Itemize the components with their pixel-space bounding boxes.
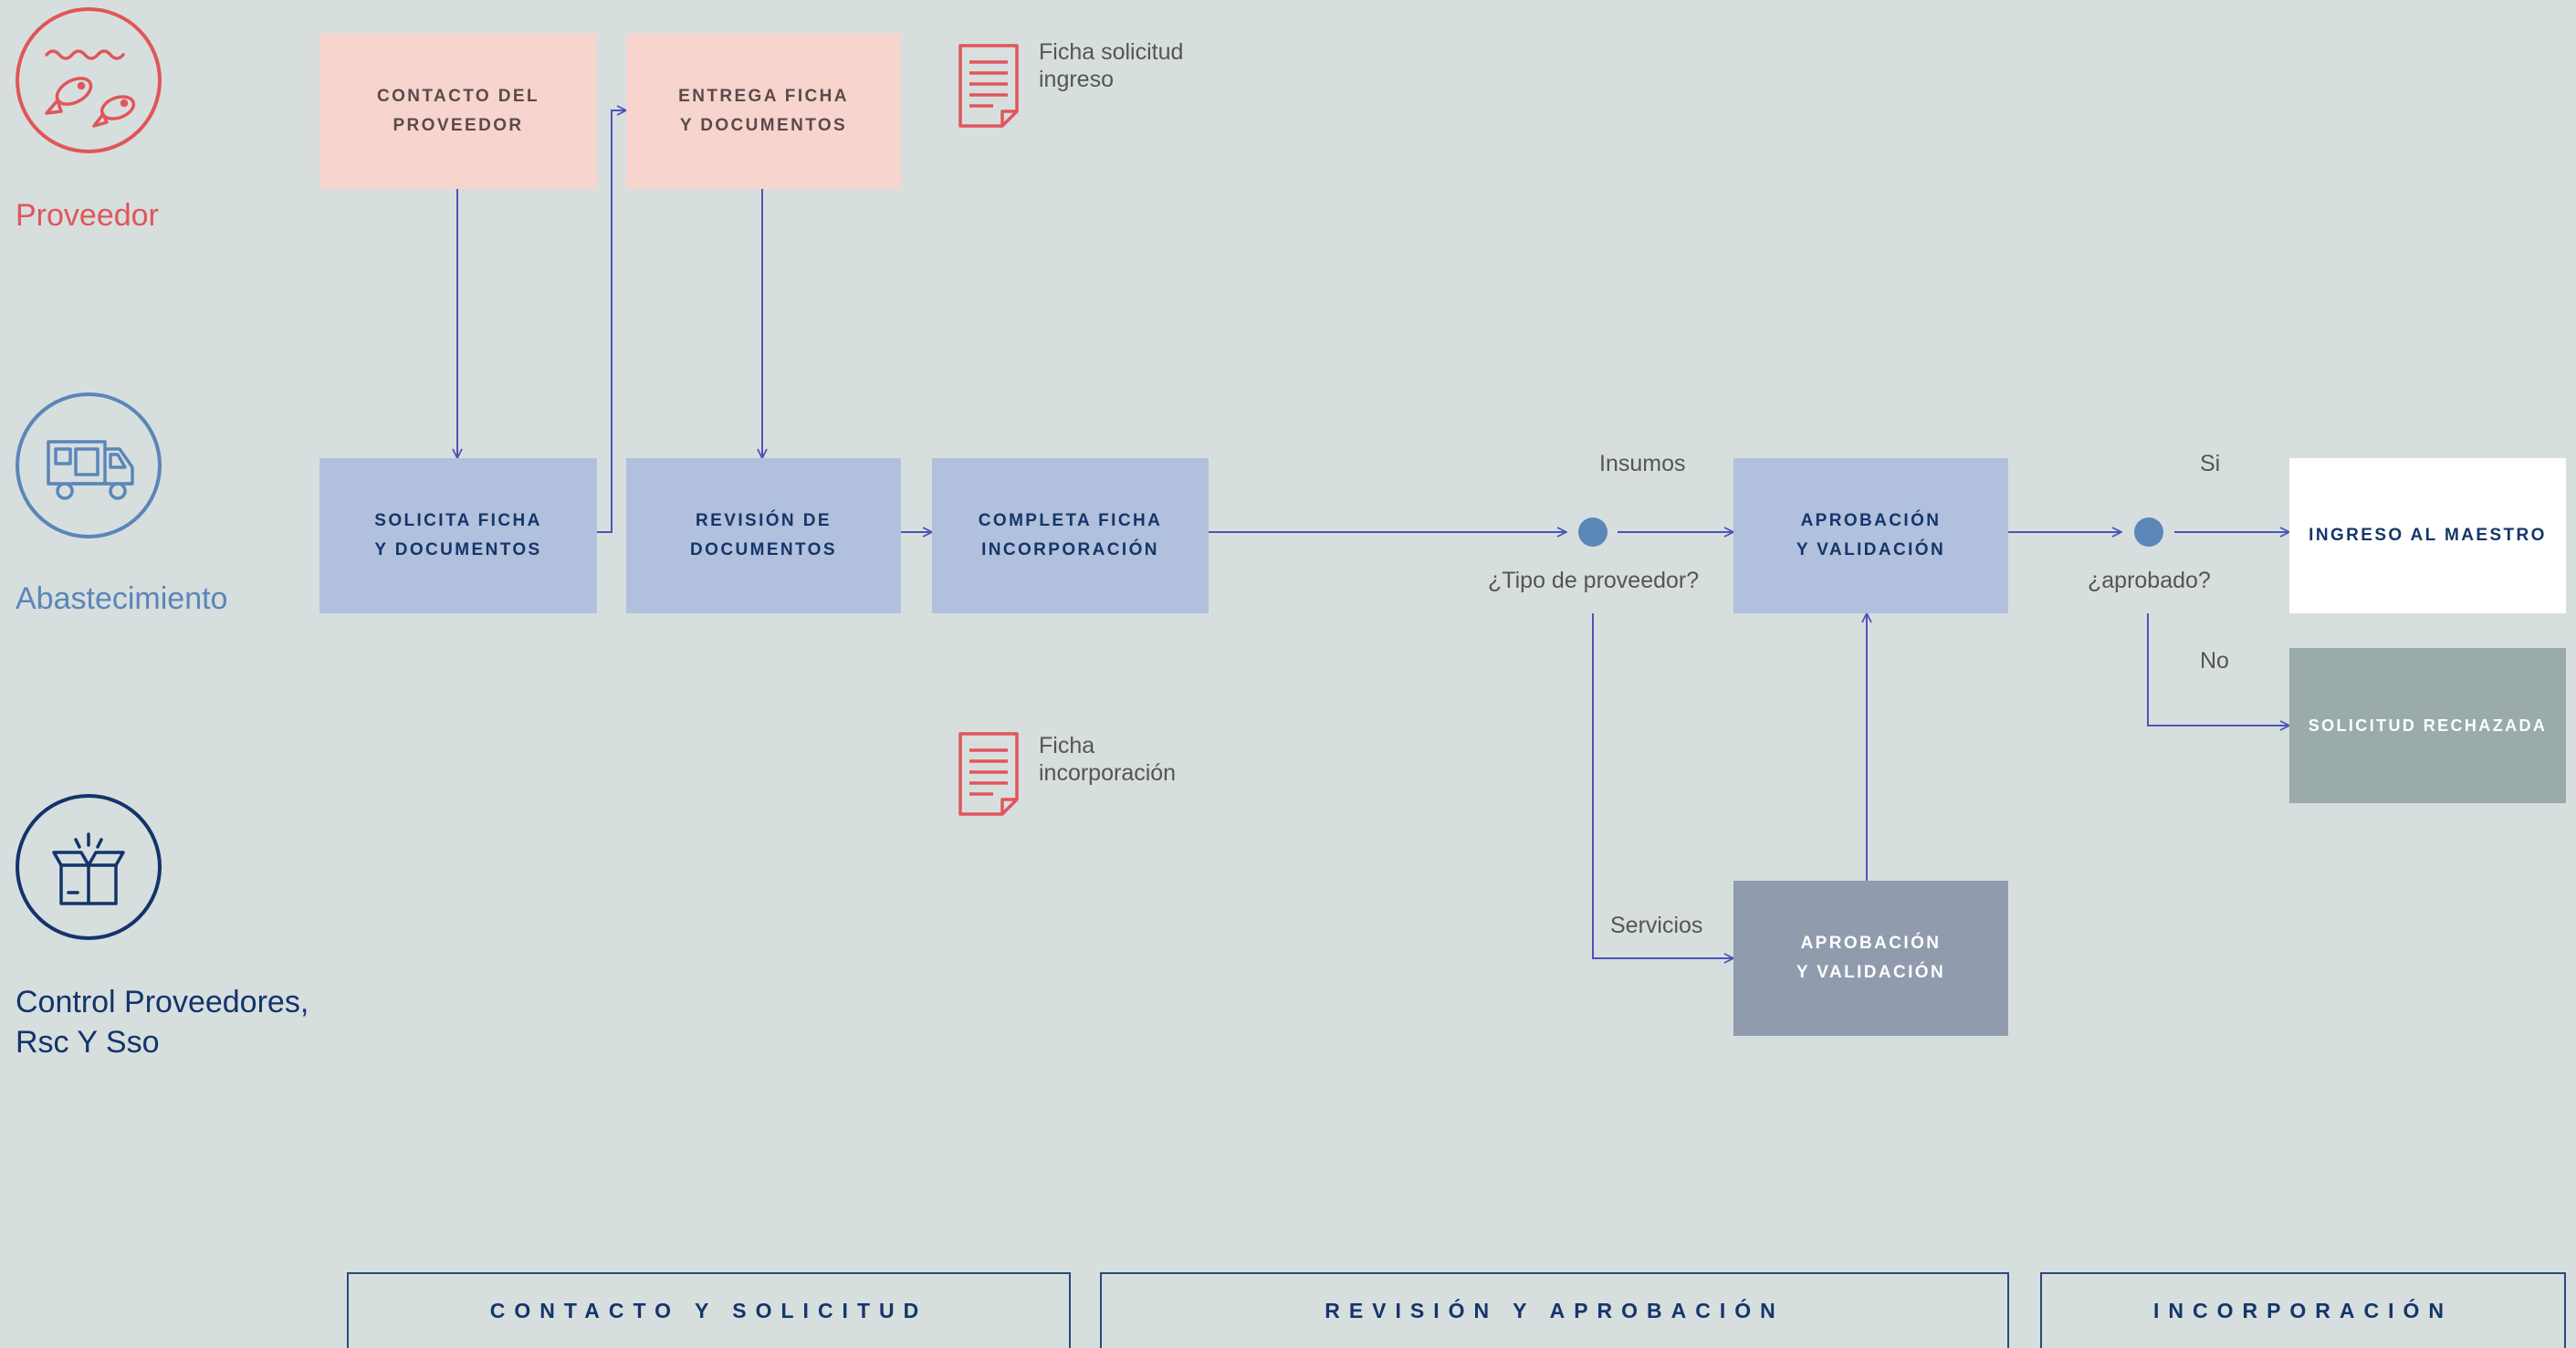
step-completa-ficha: Completa ficha incorporación (932, 458, 1209, 613)
lane-proveedor-label: Proveedor (16, 198, 159, 233)
decision-node-tipo (1578, 517, 1607, 547)
lane-control-icon (16, 794, 162, 940)
fish-icon (45, 49, 136, 128)
lane-control-label: Control Proveedores, Rsc Y Sso (16, 985, 309, 1060)
decision-tipo-top-label: Insumos (1599, 451, 1686, 476)
step-entrega-ficha: Entrega ficha y documentos (626, 34, 901, 189)
note-ficha-incorporacion: Ficha incorporación (1039, 733, 1177, 786)
step-contacto-proveedor: Contacto del proveedor (319, 34, 597, 189)
phase-contacto-solicitud: Contacto y solicitud (347, 1272, 1071, 1348)
arrow-solicita-to-entrega (597, 110, 626, 533)
step-solicitud-rechazada: Solicitud rechazada (2289, 648, 2566, 803)
step-aprobacion-validacion-insumos: Aprobación y validación (1733, 458, 2008, 613)
step-ingreso-maestro: Ingreso al maestro (2289, 458, 2566, 613)
decision-tipo-bottom-label: Servicios (1610, 913, 1703, 938)
document-icon (957, 42, 1021, 134)
truck-icon (47, 440, 134, 500)
box-icon (52, 832, 125, 905)
step-aprobacion-validacion-servicios: Aprobación y validación (1733, 881, 2008, 1036)
phase-revision-aprobacion: Revisión y aprobación (1100, 1272, 2009, 1348)
decision-tipo-question: ¿Tipo de proveedor? (1488, 568, 1700, 593)
document-icon (957, 730, 1021, 822)
decision-aprobado-no-label: No (2200, 648, 2229, 674)
step-solicita-ficha: Solicita ficha y documentos (319, 458, 597, 613)
decision-node-aprobado (2134, 517, 2163, 547)
step-revision-documentos: Revisión de documentos (626, 458, 901, 613)
decision-aprobado-question: ¿aprobado? (2088, 568, 2211, 593)
note-ficha-solicitud: Ficha solicitud ingreso (1039, 39, 1184, 92)
lane-proveedor-icon (16, 7, 162, 153)
lane-abastecimiento-icon (16, 392, 162, 538)
phase-incorporacion: Incorporación (2040, 1272, 2566, 1348)
lane-abastecimiento-label: Abastecimiento (16, 581, 228, 616)
decision-aprobado-yes-label: Si (2200, 451, 2221, 476)
arrow-decision-servicios (1592, 613, 1733, 958)
arrow-no-to-rechazada (2147, 613, 2289, 726)
